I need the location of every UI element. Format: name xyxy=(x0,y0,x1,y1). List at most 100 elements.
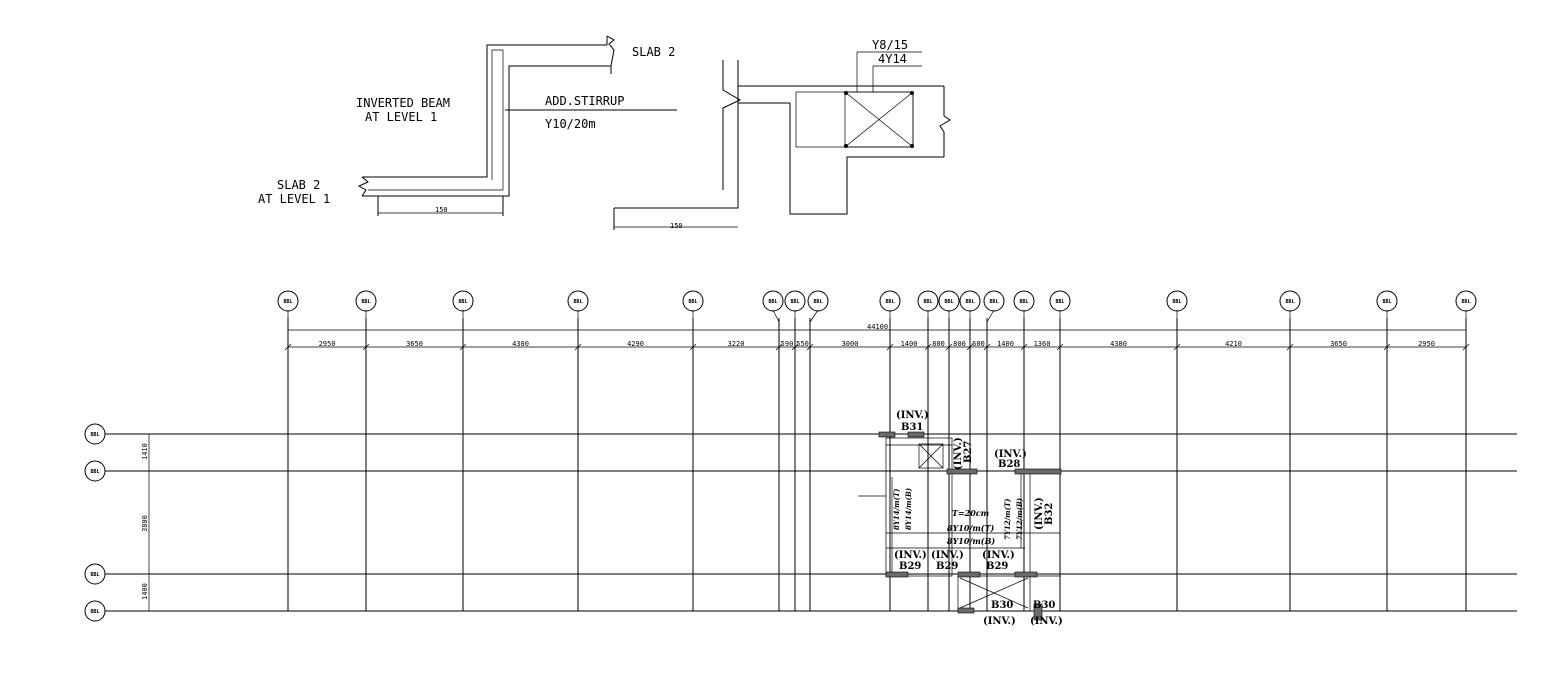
grid-bubble-column: BBL xyxy=(1279,290,1301,312)
beam-b30a-label: B30 xyxy=(991,600,1013,611)
grid-bubble-row-2: BBL xyxy=(84,460,106,482)
rebar-dot xyxy=(910,144,914,148)
beam-b29c-tag: (INV.) xyxy=(982,550,1015,561)
slab-top-label: SLAB 2 xyxy=(632,45,675,59)
beam-hatch xyxy=(907,431,925,438)
column-spacing-label: 4290 xyxy=(627,340,644,348)
column-spacing-label: 1400 xyxy=(997,340,1014,348)
beam-hatch xyxy=(957,571,981,578)
grid-bubble-label: BBL xyxy=(813,299,822,305)
column-spacing-label: 4210 xyxy=(1225,340,1242,348)
beam-b30a-tag: (INV.) xyxy=(983,616,1016,627)
column-spacing-label: 600 xyxy=(972,340,985,348)
slab-bottom-label-2: AT LEVEL 1 xyxy=(258,192,330,206)
slab-bottom-label-1: SLAB 2 xyxy=(277,178,320,192)
beam-b28-tag: (INV.) xyxy=(994,449,1027,460)
column-spacing-label: 1400 xyxy=(901,340,918,348)
grid-columns: BBL BBL BBL BBL BBL BBL BBL BBL BBL BBL BBL BBL BBL B… xyxy=(277,290,1477,611)
row-spacing-1: 1410 xyxy=(141,443,149,460)
beam-b32-label: B32 xyxy=(1044,503,1055,525)
beam-b29b-label: B29 xyxy=(936,561,958,572)
section-bars-label: 4Y14 xyxy=(878,52,907,66)
slab-left-bottom-bars: 8Y14/m(B) xyxy=(904,488,913,530)
grid-bubble-label: BBL xyxy=(361,299,370,305)
beam-b30b-tag: (INV.) xyxy=(1030,616,1063,627)
grid-bubble-column: BBL xyxy=(1455,290,1477,312)
beam-b32-tag: (INV.) xyxy=(1034,497,1045,530)
grid-bubble-column: BBL xyxy=(983,290,1005,312)
section-stirrup-label: Y8/15 xyxy=(872,38,908,52)
column-spacing-label: 2950 xyxy=(319,340,336,348)
row-spacing-2: 3800 xyxy=(141,515,149,532)
rebar-dot xyxy=(844,144,848,148)
row-spacing-3: 1400 xyxy=(141,583,149,600)
grid-bubble-label: BBL xyxy=(1172,299,1181,305)
column-spacing-label: 3650 xyxy=(406,340,423,348)
beam-hatch xyxy=(885,571,909,578)
grid-bubble-label: BBL xyxy=(965,299,974,305)
grid-bubble-column: BBL xyxy=(807,290,829,312)
grid-bubble-column: BBL xyxy=(682,290,704,312)
grid-bubble-label: BBL xyxy=(1461,299,1470,305)
grid-bubble-column: BBL xyxy=(1049,290,1071,312)
slab-thickness: T=20cm xyxy=(952,508,989,518)
beam-b31-label: B31 xyxy=(901,422,923,433)
beam-b29c-label: B29 xyxy=(986,561,1008,572)
beam-hatch xyxy=(1014,468,1062,475)
inverted-beam-title-2: AT LEVEL 1 xyxy=(365,110,437,124)
beam-b30b-label: B30 xyxy=(1033,600,1055,611)
grid-bubble-label: BBL xyxy=(283,299,292,305)
slab-right-top-bars: 7Y12/m(T) xyxy=(1003,499,1012,540)
column-spacing-label: 3650 xyxy=(1330,340,1347,348)
grid-bubble-label: BBL xyxy=(458,299,467,305)
grid-bubble-column: BBL xyxy=(1166,290,1188,312)
beam-b31-tag: (INV.) xyxy=(896,410,929,421)
column-spacing-label: 590 xyxy=(781,340,794,348)
add-stirrup-label: ADD.STIRRUP xyxy=(545,94,624,108)
grid-bubble-column: BBL xyxy=(917,290,939,312)
grid-bubble-column: BBL xyxy=(959,290,981,312)
grid-bubble-label: BBL xyxy=(944,299,953,305)
grid-bubble-label: BBL xyxy=(1055,299,1064,305)
grid-bubble-label: BBL xyxy=(1382,299,1391,305)
grid-bubble-column: BBL xyxy=(452,290,474,312)
column-spacing-label: 800 xyxy=(932,340,945,348)
beam-b27-tag: (INV.) xyxy=(953,437,964,470)
beam-hatch xyxy=(1014,571,1038,578)
beam-hatch xyxy=(957,607,975,614)
grid-bubble-row-3: BBL xyxy=(84,563,106,585)
slab-bottom-bars: 8Y10/m(B) xyxy=(947,536,995,546)
inverted-beam-detail: 150 INVERTED BEAM AT LEVEL 1 SLAB 2 SLAB… xyxy=(258,35,677,216)
column-spacing-label: 4380 xyxy=(1110,340,1127,348)
column-spacing-label: 1360 xyxy=(1034,340,1051,348)
svg-text:BBL: BBL xyxy=(90,432,99,438)
left-detail-dimension: 150 xyxy=(435,206,448,214)
grid-bubble-column: BBL xyxy=(784,290,806,312)
grid-bubble-label: BBL xyxy=(989,299,998,305)
beam-b27-label: B27 xyxy=(963,441,974,463)
column-spacing-label: 3000 xyxy=(842,340,859,348)
rebar-dot xyxy=(910,91,914,95)
grid-bubble-label: BBL xyxy=(923,299,932,305)
grid-bubble-label: BBL xyxy=(1019,299,1028,305)
grid-bubble-row-4: BBL xyxy=(84,600,106,622)
grid-bubble-column: BBL xyxy=(277,290,299,312)
beam-section-detail: Y8/15 4Y14 150 xyxy=(613,38,951,230)
beam-hatch xyxy=(878,431,896,438)
grid-bubble-label: BBL xyxy=(688,299,697,305)
column-spacing-label: 3220 xyxy=(728,340,745,348)
slab-right-bottom-bars: 7Y12/m(B) xyxy=(1015,498,1024,540)
svg-text:BBL: BBL xyxy=(90,469,99,475)
column-spacing-label: 800 xyxy=(953,340,966,348)
grid-bubble-column: BBL xyxy=(938,290,960,312)
beam-b29a-label: B29 xyxy=(899,561,921,572)
grid-bubble-label: BBL xyxy=(573,299,582,305)
column-spacing-label: 4300 xyxy=(512,340,529,348)
grid-bubble-column: BBL xyxy=(1013,290,1035,312)
overall-dimension: 44100 xyxy=(867,323,888,331)
grid-bubble-column: BBL xyxy=(879,290,901,312)
grid-bubble-row-1: BBL xyxy=(84,423,106,445)
